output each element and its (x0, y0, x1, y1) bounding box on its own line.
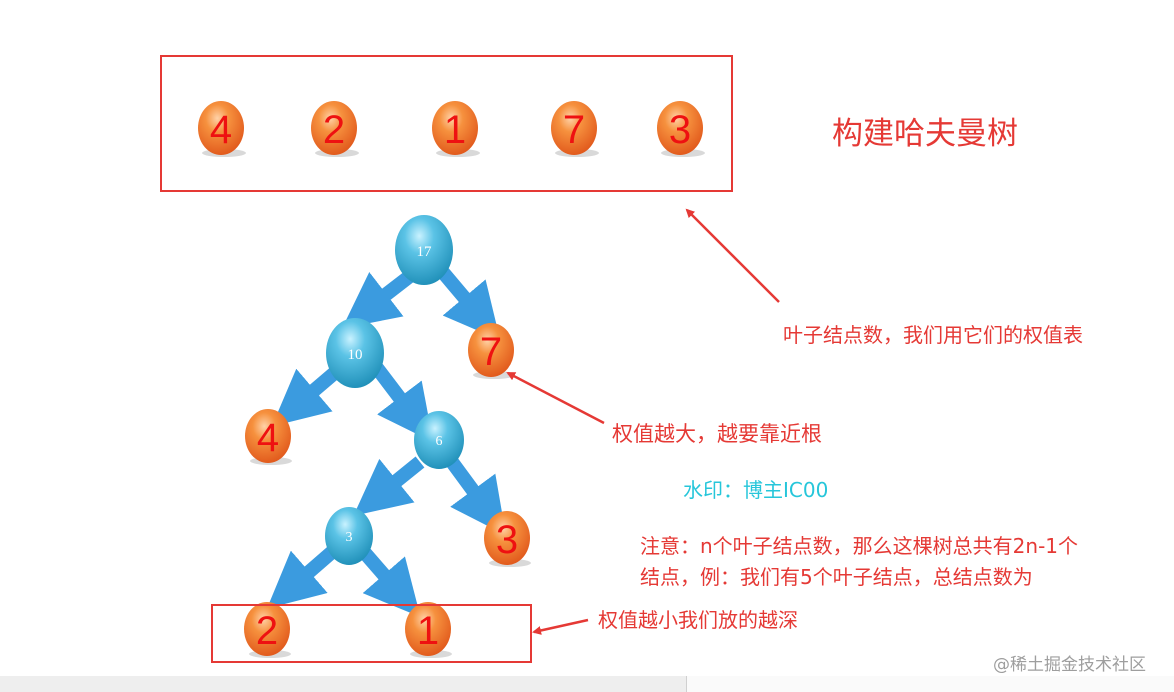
tree-edge (353, 456, 425, 516)
top-leaf-label: 1 (444, 108, 466, 152)
tree-leaf-label: 1 (417, 609, 439, 653)
node-count-note: 注意：n个叶子结点数，那么这棵树总共有2n-1个 结点，例：我们有5个叶子结点，… (640, 531, 1078, 593)
internal-node-label: 6 (436, 434, 443, 449)
internal-node: 3 (325, 507, 373, 565)
top-leaf-label: 3 (669, 108, 691, 152)
tree-edge (271, 364, 343, 427)
tree-leaf-node: 2 (244, 602, 291, 658)
top-leaf-label: 2 (323, 108, 345, 152)
pointer-arrow (685, 208, 780, 303)
internal-node-label: 17 (417, 244, 433, 260)
tree-leaf-label: 4 (257, 416, 279, 460)
top-leaf-label: 4 (210, 108, 232, 152)
internal-node-label: 3 (346, 530, 353, 545)
top-leaf-node: 2 (311, 101, 359, 157)
leaf-box (160, 55, 733, 192)
watermark-text: 水印：博主IC00 (683, 478, 829, 502)
internal-node-label: 10 (348, 347, 363, 363)
tree-leaf-node: 1 (405, 602, 452, 658)
tree-edge (446, 457, 506, 536)
leaf-note: 叶子结点数，我们用它们的权值表 (783, 323, 1083, 347)
tree-leaf-node: 4 (245, 409, 292, 465)
tree-edge (358, 547, 421, 618)
top-leaf-node: 7 (551, 101, 599, 157)
pointer-arrow (532, 618, 589, 635)
diagram-title: 构建哈夫曼树 (832, 116, 1018, 152)
node-count-note-line: 结点，例：我们有5个叶子结点，总结点数为 (640, 565, 1033, 589)
tree-edge (435, 265, 501, 341)
tree-leaf-label: 3 (496, 518, 518, 562)
tree-leaf-node: 7 (468, 323, 515, 379)
bigger-weight-note: 权值越大，越要靠近根 (612, 422, 822, 446)
top-leaf-label: 7 (563, 108, 585, 152)
internal-node: 6 (414, 411, 464, 469)
top-leaf-node: 4 (198, 101, 246, 157)
top-leaf-node: 1 (432, 101, 480, 157)
tree-edge (342, 270, 415, 329)
tree-leaf-label: 7 (480, 330, 502, 374)
pointer-arrow (506, 371, 605, 425)
internal-node: 10 (326, 318, 384, 388)
source-watermark: @稀土掘金技术社区 (993, 655, 1146, 675)
bottom-scroll-area (0, 676, 686, 692)
bottom-panel-edge (686, 676, 1174, 692)
tree-edge (266, 546, 337, 609)
node-count-note-line: 注意：n个叶子结点数，那么这棵树总共有2n-1个 (640, 534, 1079, 558)
smaller-weight-note: 权值越小我们放的越深 (598, 608, 798, 632)
tree-leaf-label: 2 (256, 609, 278, 653)
internal-node: 17 (395, 215, 453, 285)
tree-edge (371, 363, 434, 443)
deep-leaf-box (211, 604, 532, 663)
tree-leaf-node: 3 (484, 511, 531, 567)
top-leaf-node: 3 (657, 101, 705, 157)
